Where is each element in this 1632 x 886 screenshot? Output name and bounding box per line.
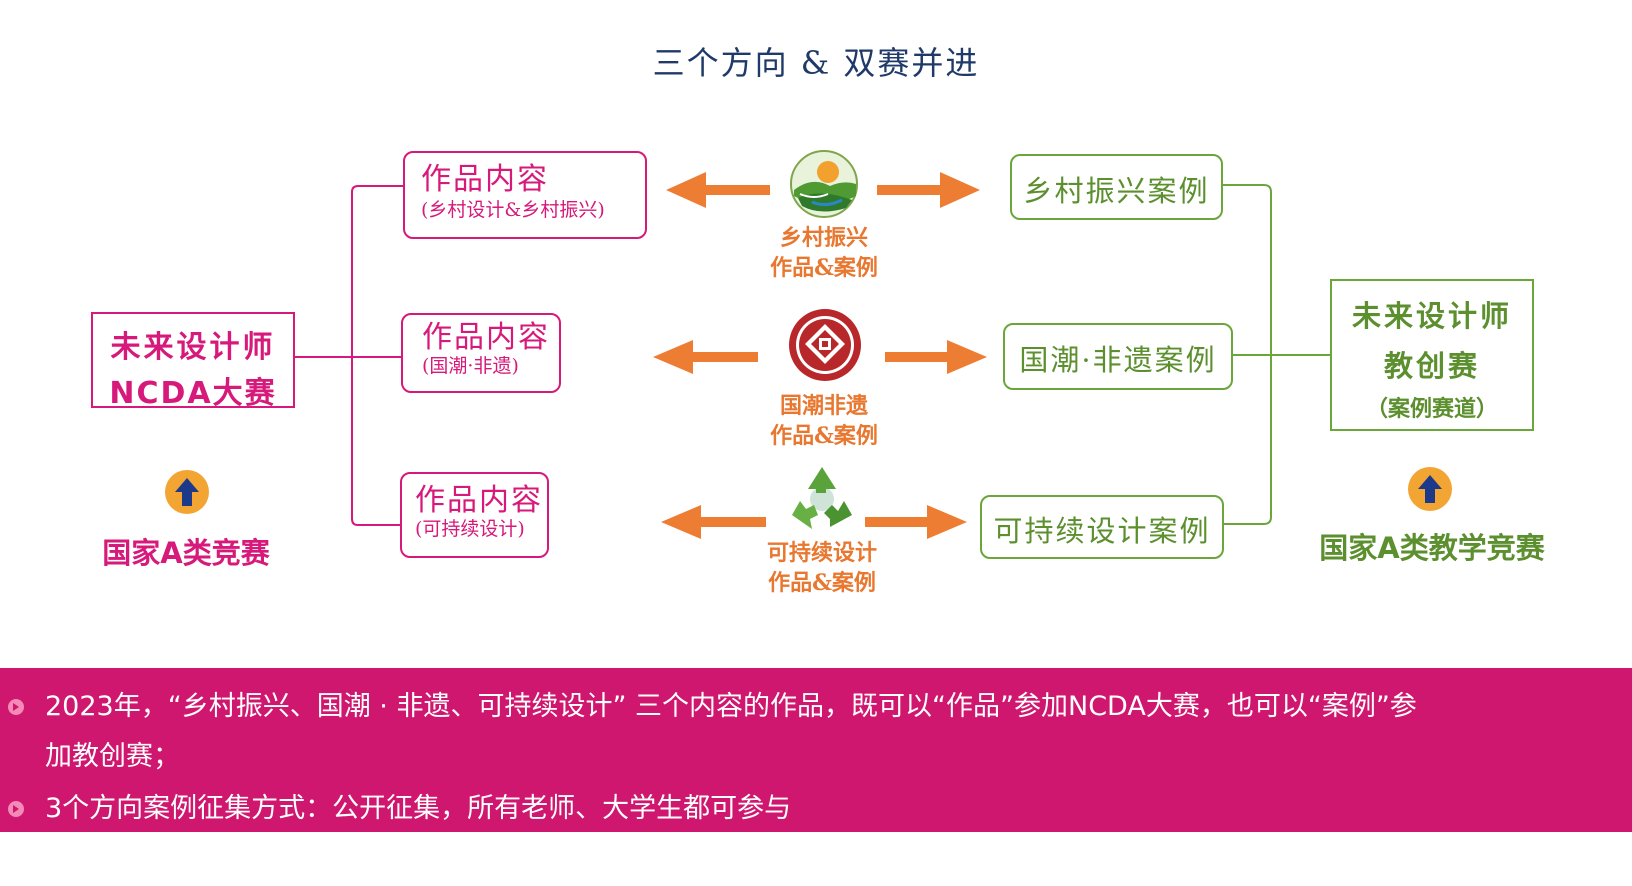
case-box-rural-label: 乡村振兴案例 <box>1023 174 1210 208</box>
case-box-sustainable: 可持续设计案例 <box>980 495 1224 559</box>
content-box-rural-main: 作品内容 <box>421 162 549 197</box>
content-box-rural: 作品内容 (乡村设计&乡村振兴) <box>403 151 647 239</box>
center-label-rural: 乡村振兴 作品&案例 <box>744 223 904 283</box>
ncda-contest-box: 未来设计师 NCDA大赛 <box>91 312 295 411</box>
content-box-heritage-main: 作品内容 <box>422 320 550 355</box>
rural-landscape-icon <box>790 150 858 222</box>
right-caption: 国家A类教学竞赛 <box>1319 531 1545 565</box>
center-label-sustainable-line1: 可持续设计 <box>766 540 877 566</box>
info-banner: 2023年，“乡村振兴、国潮 · 非遗、可持续设计” 三个内容的作品，既可以“作… <box>0 668 1632 832</box>
ncda-title-line2: NCDA大赛 <box>109 376 277 411</box>
heritage-seal-icon <box>788 308 862 386</box>
info-line-3: 3个方向案例征集方式：公开征集，所有老师、大学生都可参与 <box>45 793 792 824</box>
recycle-icon <box>786 463 858 539</box>
teaching-title-line2: 教创赛 <box>1383 349 1480 383</box>
bullet-icon <box>8 801 24 817</box>
arrow-right-1 <box>877 172 980 208</box>
info-line-1: 2023年，“乡村振兴、国潮 · 非遗、可持续设计” 三个内容的作品，既可以“作… <box>45 691 1417 722</box>
content-box-sustainable-sub: (可持续设计) <box>415 518 525 540</box>
case-box-heritage: 国潮·非遗案例 <box>1003 323 1233 390</box>
case-box-heritage-label: 国潮·非遗案例 <box>1019 343 1217 377</box>
arrow-left-3 <box>661 505 766 539</box>
arrow-right-3 <box>865 505 967 539</box>
info-line-2: 加教创赛； <box>45 741 180 772</box>
center-label-heritage-line2: 作品&案例 <box>770 423 878 449</box>
left-bracket <box>295 185 403 526</box>
arrow-left-1 <box>666 172 770 208</box>
case-box-rural: 乡村振兴案例 <box>1010 154 1223 220</box>
teaching-title-line1: 未来设计师 <box>1351 299 1512 333</box>
orange-arrows <box>653 172 987 539</box>
case-box-sustainable-label: 可持续设计案例 <box>993 514 1211 548</box>
teaching-contest-box: 未来设计师 教创赛 （案例赛道） <box>1330 279 1534 431</box>
content-box-rural-sub: (乡村设计&乡村振兴) <box>421 199 605 221</box>
left-caption: 国家A类竞赛 <box>102 536 270 570</box>
arrow-left-2 <box>653 340 758 374</box>
content-box-sustainable: 作品内容 (可持续设计) <box>400 472 549 558</box>
ncda-title-line1: 未来设计师 <box>110 330 276 365</box>
center-label-heritage: 国潮非遗 作品&案例 <box>744 391 904 451</box>
teaching-title-line3: （案例赛道） <box>1365 397 1498 422</box>
arrow-right-2 <box>885 340 987 374</box>
center-label-sustainable: 可持续设计 作品&案例 <box>740 538 904 598</box>
center-label-heritage-line1: 国潮非遗 <box>779 393 868 419</box>
right-bracket <box>1221 184 1330 525</box>
bullet-icon <box>8 699 24 715</box>
center-label-rural-line2: 作品&案例 <box>770 255 878 281</box>
page-title: 三个方向 & 双赛并进 <box>652 44 980 82</box>
content-box-sustainable-main: 作品内容 <box>415 483 543 518</box>
content-box-heritage-sub: (国潮·非遗) <box>422 355 519 377</box>
up-arrow-icon <box>1408 467 1452 511</box>
center-label-sustainable-line2: 作品&案例 <box>768 570 876 596</box>
center-label-rural-line1: 乡村振兴 <box>779 225 868 251</box>
content-box-heritage: 作品内容 (国潮·非遗) <box>401 313 561 393</box>
up-arrow-icon <box>165 470 209 514</box>
